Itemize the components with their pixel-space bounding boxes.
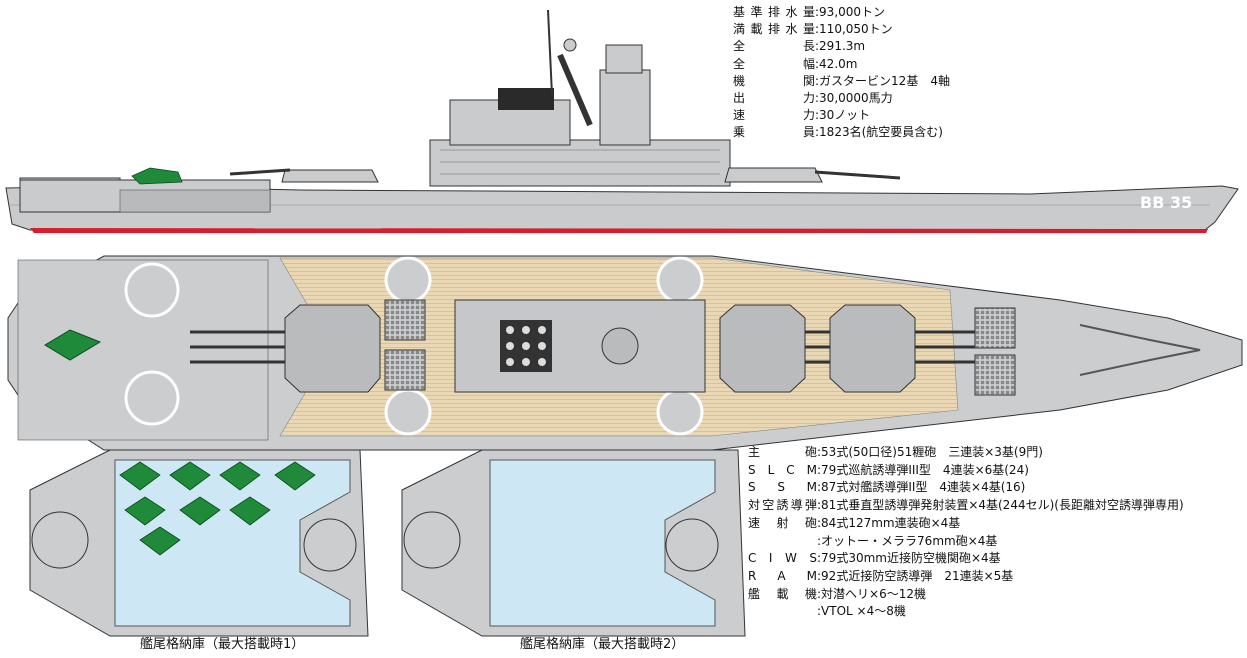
spec-label: 満載排水量	[733, 22, 815, 37]
specifications: 基準排水量:93,000トン 満載排水量:110,050トン 全長:291.3m…	[733, 4, 950, 142]
spec-value: :1823名(航空要員含む)	[815, 125, 943, 140]
spec-label: 全幅	[733, 56, 815, 71]
side-aircraft	[131, 167, 183, 185]
spec-label: 機関	[733, 73, 815, 88]
vls-grate	[974, 307, 1016, 349]
arm-value: :79式巡航誘導弾III型 4連装×6基(24)	[817, 462, 1029, 477]
spec-value: :42.0m	[815, 56, 858, 71]
spec-value: :ガスタービン12基 4軸	[815, 73, 950, 88]
arm-value: :81式垂直型誘導弾発射装置×4基(244セル)(長距離対空誘導弾専用)	[817, 498, 1184, 513]
spec-label: 速力	[733, 108, 815, 123]
waterline	[30, 228, 1208, 233]
arm-value: :92式近接防空誘導弾 21連装×5基	[817, 568, 1014, 583]
helipad-2	[124, 370, 180, 426]
vls-grate	[974, 354, 1016, 396]
arm-value: :オットー・メララ76mm砲×4基	[817, 533, 998, 548]
spec-label: 出力	[733, 91, 815, 106]
arm-value: :87式対艦誘導弾II型 4連装×4基(16)	[817, 480, 1026, 495]
arm-label: 速射砲	[748, 515, 817, 530]
vls-grate	[384, 299, 426, 341]
spec-value: :110,050トン	[815, 22, 893, 37]
plan-view	[7, 255, 1243, 451]
spec-value: :30ノット	[815, 108, 871, 123]
arm-value: :VTOL ×4〜8機	[817, 604, 906, 619]
arm-label: 主砲	[748, 445, 817, 459]
arm-value: :対潜ヘリ×6〜12機	[817, 586, 927, 601]
spec-value: :30,0000馬力	[815, 91, 893, 106]
arm-value: :53式(50口径)51糎砲 三連装×3基(9門)	[817, 445, 1043, 459]
arm-label: 対空誘導弾	[748, 498, 817, 513]
arm-value: :84式127mm連装砲×4基	[817, 515, 961, 530]
hull-number: BB 35	[1140, 193, 1192, 212]
arm-label: 艦載機	[748, 586, 817, 601]
hangar-1	[29, 449, 369, 637]
spec-label: 全長	[733, 39, 815, 54]
spec-label: 乗員	[733, 125, 815, 140]
turret-fwd-2	[829, 304, 975, 393]
hangar-caption-1: 艦尾格納庫（最大搭載時1）	[140, 637, 305, 652]
spec-value: :93,000トン	[815, 5, 886, 19]
spec-value: :291.3m	[815, 39, 866, 54]
turret-aft	[190, 304, 381, 393]
side-profile: BB 35	[5, 9, 1239, 233]
hangar-2	[401, 449, 746, 637]
vls-grate	[384, 349, 426, 391]
spec-label: 基準排水量	[733, 5, 815, 19]
arm-value: :79式30mm近接防空機関砲×4基	[817, 551, 1001, 566]
deck-aircraft	[44, 329, 102, 361]
helipad-1	[124, 262, 180, 318]
hangar-caption-2: 艦尾格納庫（最大搭載時2）	[520, 637, 685, 652]
